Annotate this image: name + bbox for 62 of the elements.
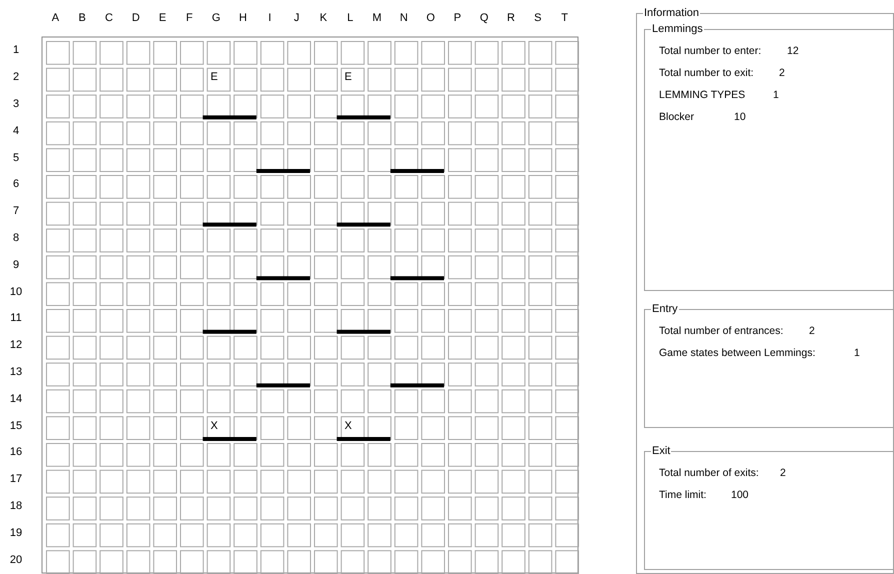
field-value: 100 <box>731 488 749 502</box>
exit-marker: X <box>344 420 353 433</box>
row-label: 20 <box>8 554 24 567</box>
entrance-marker: E <box>210 71 219 84</box>
group-title: Entry <box>651 302 679 316</box>
field-label: LEMMING TYPES <box>659 88 746 102</box>
column-label: M <box>371 12 383 25</box>
row-label: 4 <box>12 124 20 138</box>
column-label: B <box>78 12 87 25</box>
row-label: 16 <box>8 446 24 460</box>
row-label: 12 <box>8 339 24 352</box>
field-value: 2 <box>780 466 786 480</box>
column-label: D <box>130 12 141 25</box>
column-label: J <box>292 12 300 25</box>
column-label: G <box>210 12 222 25</box>
field-label: Total number to enter: <box>659 44 762 58</box>
field-value: 10 <box>734 110 746 124</box>
row-label: 18 <box>8 500 24 513</box>
row-label: 19 <box>8 526 24 540</box>
row-label: 7 <box>12 205 20 218</box>
row-label: 1 <box>12 44 20 58</box>
column-label: Q <box>478 12 490 25</box>
field-label: Game states between Lemmings: <box>659 346 816 360</box>
row-label: 17 <box>8 473 24 486</box>
column-label: R <box>506 12 516 25</box>
field-label: Total number of entrances: <box>659 324 784 338</box>
entrance-marker: E <box>344 71 353 84</box>
column-label: P <box>452 12 462 25</box>
field-value: 1 <box>854 346 860 360</box>
field-label: Total number to exit: <box>659 66 754 80</box>
column-label: S <box>533 12 542 25</box>
row-label: 15 <box>8 420 24 433</box>
field-value: 2 <box>809 324 815 338</box>
row-label: 13 <box>8 366 24 379</box>
row-label: 9 <box>12 258 20 272</box>
exit-marker: X <box>210 420 219 433</box>
column-label: L <box>346 12 354 25</box>
column-label: F <box>185 12 194 25</box>
group-title: Lemmings <box>651 22 704 36</box>
column-label: E <box>158 12 168 25</box>
column-label: C <box>104 12 114 25</box>
row-label: 11 <box>9 312 23 326</box>
row-label: 3 <box>12 98 20 111</box>
field-value: 2 <box>779 66 785 80</box>
field-label: Blocker <box>659 110 694 124</box>
row-label: 2 <box>12 71 20 84</box>
row-label: 5 <box>12 152 20 165</box>
column-label: N <box>398 12 409 25</box>
row-label: 8 <box>12 232 20 245</box>
column-label: I <box>267 12 272 25</box>
field-label: Time limit: <box>659 488 706 502</box>
row-label: 14 <box>8 392 24 406</box>
row-label: 10 <box>8 286 24 299</box>
field-value: 1 <box>773 88 779 102</box>
field-value: 12 <box>787 44 799 58</box>
column-label: T <box>560 12 569 25</box>
row-label: 6 <box>12 178 20 192</box>
field-label: Total number of exits: <box>659 466 759 480</box>
column-label: A <box>50 12 60 25</box>
column-label: O <box>425 12 436 25</box>
column-label: K <box>318 12 328 25</box>
column-label: H <box>238 12 248 25</box>
